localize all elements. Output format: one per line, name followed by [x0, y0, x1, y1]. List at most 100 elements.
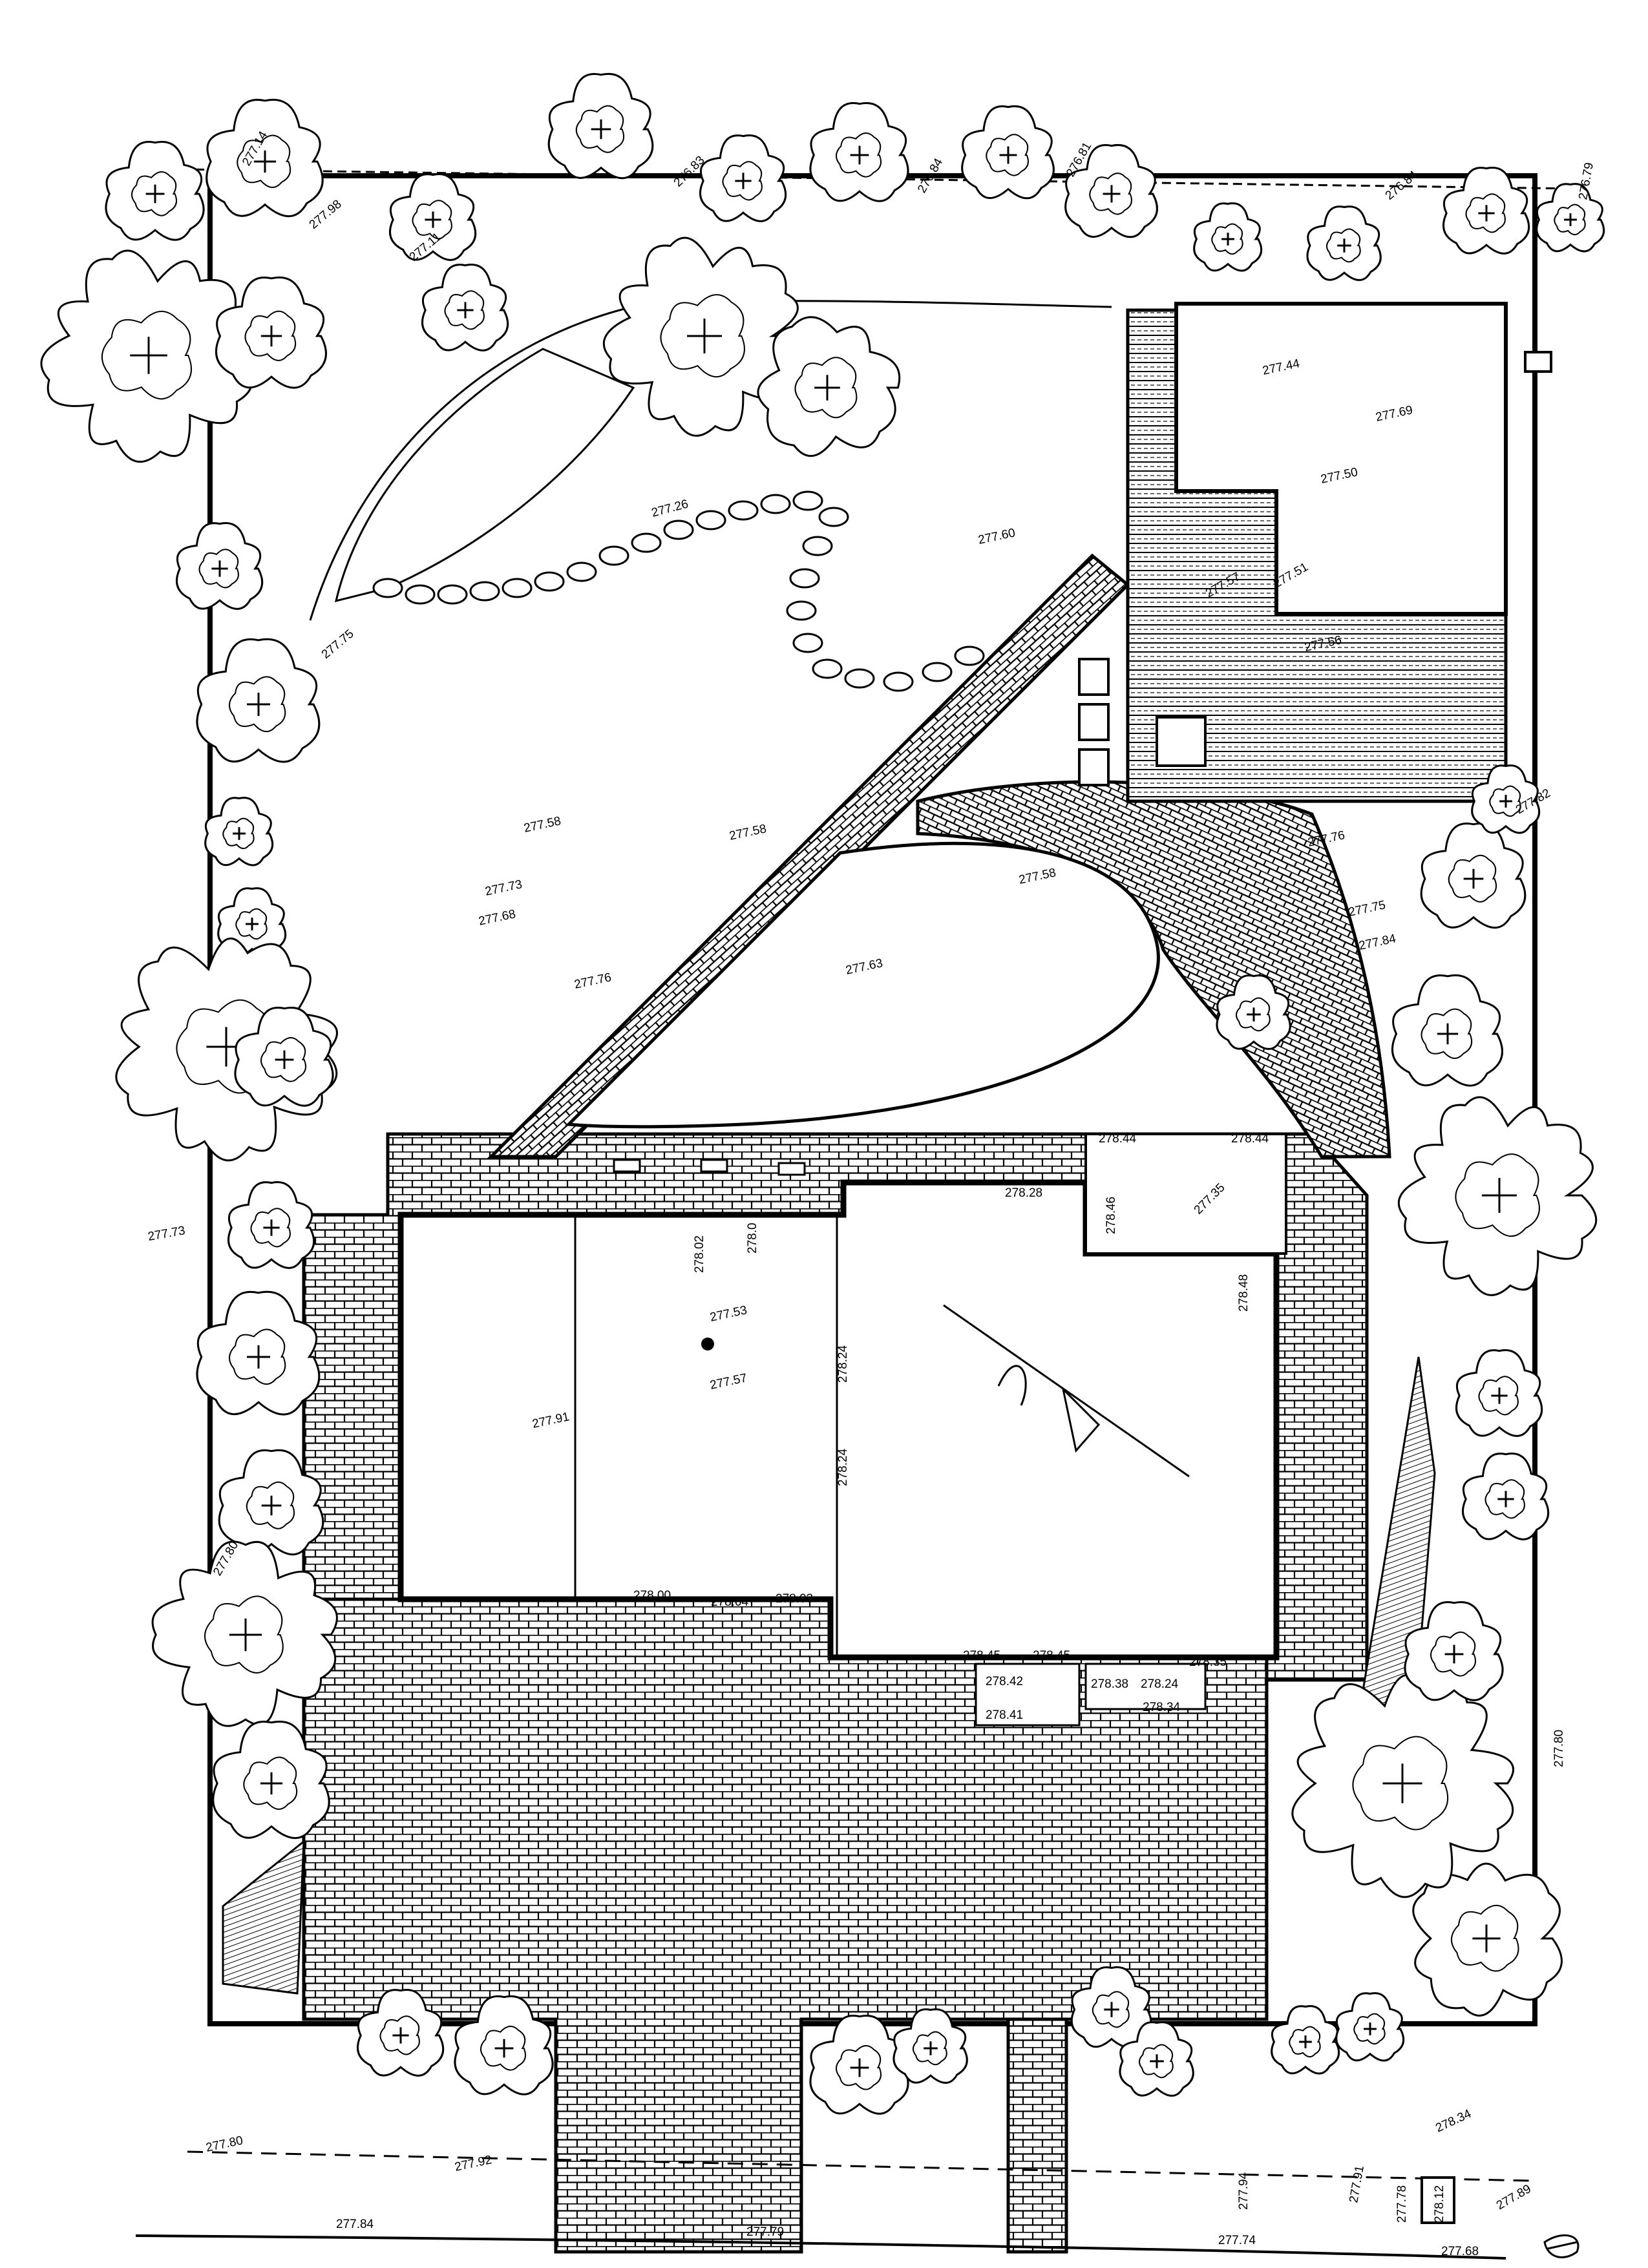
elevation-label: 277.89 — [1494, 2182, 1534, 2212]
elevation-labels-house: 277.53 277.57 277.91 278.24 278.24 278.0… — [531, 1223, 850, 1486]
north-doorstep — [777, 1162, 806, 1176]
tree-icon — [227, 1181, 315, 1269]
tree-icon — [1397, 1096, 1598, 1296]
pergola-frame — [1174, 302, 1508, 616]
elevation-label: 277.84 — [336, 2218, 374, 2231]
tree-icon — [1442, 167, 1530, 255]
tree-icon — [1216, 974, 1291, 1050]
tree-icon — [602, 236, 803, 437]
tree-icon — [961, 105, 1055, 200]
roof-ridge-line — [943, 1304, 1190, 1478]
tree-icon — [215, 277, 327, 389]
elevation-label: 277.26 — [650, 498, 690, 520]
elevation-label: 277.68 — [1441, 2245, 1479, 2258]
tree-icon — [454, 1995, 554, 2095]
tree-icon — [809, 2015, 909, 2115]
tree-icon — [1536, 183, 1605, 253]
tree-icon — [1462, 1453, 1550, 1540]
tree-icon — [196, 638, 321, 763]
north-doorstep — [613, 1159, 641, 1173]
elevation-label: 278.03 — [776, 1592, 813, 1606]
elevation-labels-street: 277.84 277.79 277.74 277.68 277.80 277.9… — [205, 2107, 1534, 2258]
elevation-label: 278.42 — [986, 1675, 1023, 1688]
tree-icon — [1291, 1674, 1514, 1898]
tree-icon — [40, 249, 253, 463]
vegetation-group — [40, 72, 1605, 2115]
elevation-label: 278.45 — [1033, 1649, 1070, 1663]
tree-icon — [176, 522, 264, 610]
elevation-label: 278.24 — [1141, 1677, 1179, 1691]
tree-icon — [151, 1540, 338, 1727]
elevation-label: 277.92 — [454, 2153, 493, 2174]
elevation-label: 277.73 — [484, 877, 523, 899]
tree-icon — [1412, 1862, 1563, 2017]
elevation-label: 277.74 — [1218, 2234, 1256, 2247]
elevation-label: 277.79 — [746, 2225, 784, 2239]
lawn-edge-south — [565, 841, 1160, 1129]
utility-box — [1421, 2176, 1455, 2224]
tree-icon — [893, 2008, 968, 2084]
elevation-label: 277.75 — [1347, 898, 1387, 919]
paved-courtyard — [302, 1597, 1269, 2254]
elevation-label: 278.44 — [1099, 1132, 1137, 1146]
tree-icon — [357, 1989, 445, 2077]
tree-icon — [1471, 764, 1541, 834]
elevation-label: 278.02 — [693, 1235, 706, 1273]
tree-icon — [1064, 144, 1158, 238]
elevation-label: 278.24 — [836, 1345, 850, 1383]
deck-planter — [1156, 716, 1207, 767]
elevation-label: 277.91 — [1347, 2165, 1367, 2204]
elevation-label: 276.79 — [1576, 162, 1596, 201]
elevation-label: 277.76 — [573, 971, 613, 992]
elevation-label: 277.75 — [319, 627, 357, 661]
house-marker — [701, 1338, 714, 1350]
elevation-label: 278.35 — [1189, 1655, 1227, 1669]
tree-icon — [1455, 1349, 1543, 1437]
street-property-dashes — [187, 2150, 1532, 2182]
bench-icon — [1524, 351, 1552, 373]
elevation-label: 277.84 — [1358, 932, 1398, 953]
tree-icon — [1420, 822, 1527, 929]
elevation-label: 278.00 — [633, 1589, 671, 1602]
tree-icon — [1271, 2005, 1340, 2075]
elevation-label: 278.34 — [1433, 2107, 1474, 2136]
elevation-label: 278.38 — [1091, 1677, 1128, 1691]
tree-icon — [1306, 205, 1382, 281]
elevation-label: 278.45 — [963, 1649, 1000, 1663]
elevation-label: 278.28 — [1005, 1186, 1042, 1200]
porch-step — [975, 1663, 1081, 1727]
tree-icon — [699, 134, 787, 222]
north-doorstep — [700, 1159, 728, 1173]
garage-bay — [1084, 1133, 1287, 1255]
elevation-label: 277.58 — [728, 822, 768, 843]
elevation-labels-house-south: 278.00 278.04 278.03 278.45 278.45 278.3… — [633, 1589, 1227, 1722]
elevation-label: 277.60 — [977, 526, 1017, 547]
tree-icon — [1404, 1601, 1504, 1701]
elevation-label: 278.44 — [1231, 1132, 1269, 1146]
tree-icon — [1335, 1992, 1405, 2062]
elevation-label: 277.78 — [1395, 2185, 1409, 2223]
tree-icon — [196, 1290, 321, 1416]
porch-step — [1084, 1663, 1207, 1710]
tree-icon — [547, 72, 654, 180]
stepping-stones — [372, 490, 985, 692]
elevation-label: 278.46 — [1104, 1197, 1118, 1234]
elevation-label: 278.41 — [986, 1708, 1023, 1722]
tree-icon — [115, 937, 338, 1162]
tree-icon — [204, 797, 274, 866]
elevation-label: 277.58 — [523, 814, 562, 835]
elevation-label: 278.24 — [836, 1448, 850, 1486]
elevation-label: 277.94 — [1237, 2172, 1251, 2210]
elevation-label: 277.98 — [307, 197, 344, 231]
tree-icon — [809, 102, 909, 202]
tree-icon — [206, 98, 324, 218]
tree-icon — [212, 1720, 330, 1840]
elevation-label: 278.34 — [1143, 1701, 1181, 1714]
tree-icon — [389, 173, 477, 261]
elevation-label: 277.80 — [1552, 1730, 1566, 1767]
tree-icon — [105, 141, 205, 241]
west-planting-strip — [222, 1839, 305, 1995]
pond-outline — [334, 348, 635, 603]
elevation-label: 278.0 — [746, 1223, 759, 1254]
tree-icon — [421, 264, 509, 352]
